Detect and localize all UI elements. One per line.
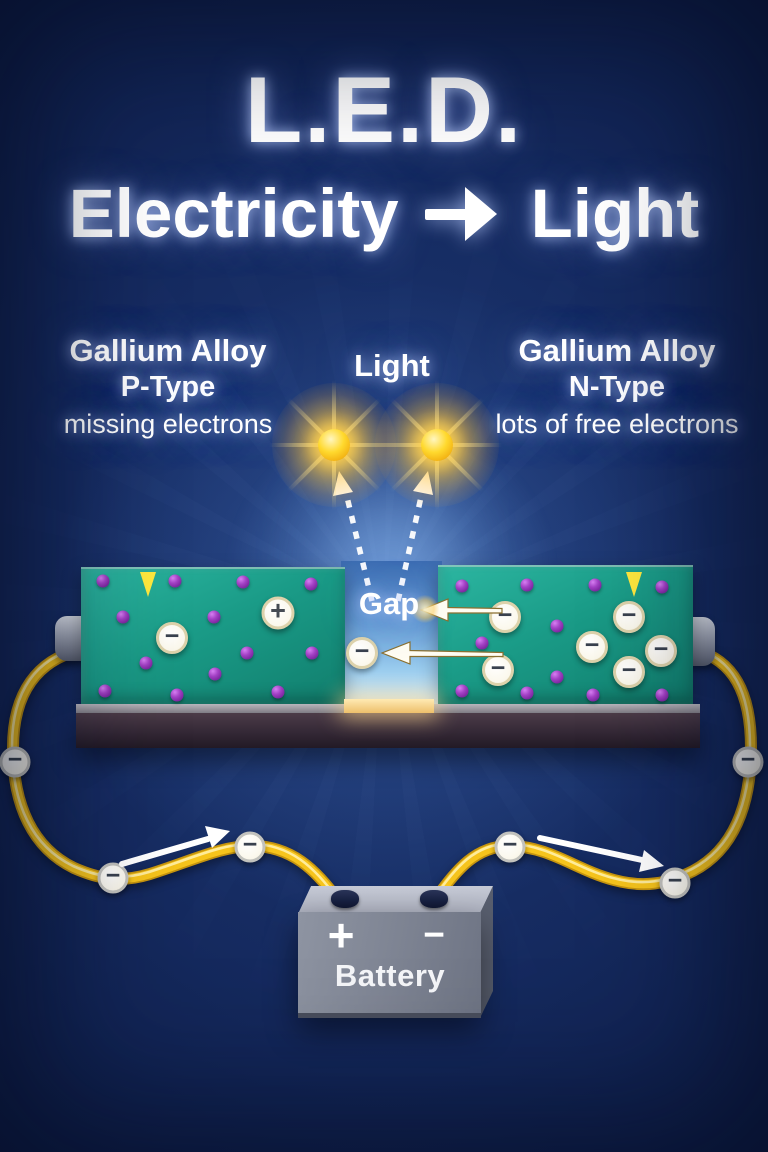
gap-pointer-arrow-lower (380, 641, 504, 665)
n-type-name-label: N-Type (568, 371, 666, 403)
battery-positive-terminal (331, 890, 359, 908)
subtitle: Electricity Light (0, 174, 768, 253)
substrate-base (76, 713, 700, 748)
battery-front-face (298, 912, 481, 1018)
p-material-label: Gallium Alloy (69, 333, 267, 368)
battery-name-label: Battery (334, 958, 446, 993)
n-type-block-face (438, 565, 693, 704)
battery-plus-label: + (327, 909, 355, 961)
n-material-label: Gallium Alloy (518, 333, 716, 368)
p-type-name-label: P-Type (120, 371, 216, 403)
light-emission-arrow-right (395, 471, 433, 602)
p-type-block (81, 567, 345, 704)
battery-minus-label: − (423, 914, 445, 955)
light-emission-arrow-left (333, 471, 375, 602)
p-type-label: Gallium Alloy P-Type missing electrons (18, 332, 318, 443)
battery-negative-terminal (420, 890, 448, 908)
n-type-label: Gallium Alloy N-Type lots of free electr… (457, 332, 768, 443)
subtitle-to: Light (530, 175, 700, 252)
gap-label: Gap (358, 586, 420, 621)
p-type-block-face (81, 567, 345, 704)
gap-floor-glow (344, 699, 434, 713)
n-type-block (438, 565, 693, 704)
light-label: Light (354, 348, 430, 383)
current-direction-arrow-right (537, 835, 664, 872)
n-label-pointer-arrow (626, 450, 642, 597)
header: L.E.D. Electricity Light (0, 56, 768, 253)
current-direction-arrow-left (119, 826, 230, 867)
battery-side-face (480, 886, 493, 1018)
arrow-right-icon (424, 186, 505, 241)
battery-top-face (298, 886, 493, 914)
n-description-label: lots of free electrons (495, 409, 739, 439)
gap-arrow-flare (411, 595, 439, 623)
subtitle-from: Electricity (68, 175, 399, 252)
p-label-pointer-arrow (140, 450, 156, 597)
p-description-label: missing electrons (63, 409, 273, 439)
junction-gap (341, 561, 442, 707)
page-title: L.E.D. (244, 57, 524, 162)
